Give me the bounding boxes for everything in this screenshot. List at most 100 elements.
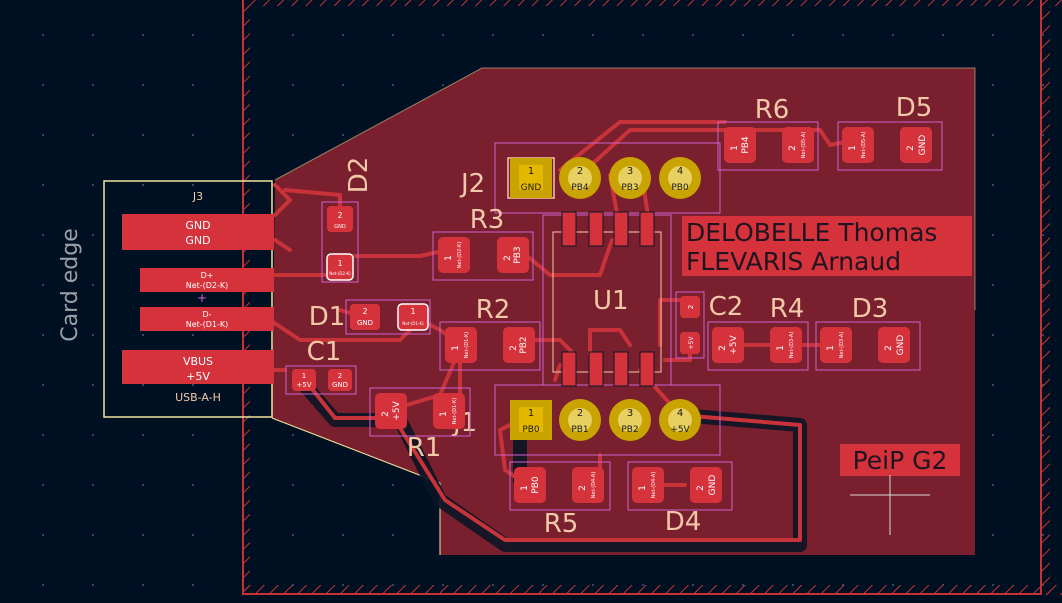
resistor-r1[interactable]: 2 +5V 1 Net-(D1-K) R1	[369, 387, 471, 463]
header-j1[interactable]: 1 PB0 2 PB1 3 PB2 4 +5V J1	[451, 384, 721, 456]
d2-pad1-net: Net-(D2-K)	[329, 271, 351, 276]
ic-u1[interactable]: U1	[542, 211, 672, 387]
c2-pad2-num: 2	[687, 305, 695, 309]
j2-pin-3-num: 3	[627, 166, 633, 177]
c2-ref: C2	[709, 292, 744, 322]
j3-pad-dminus-name: D-	[202, 310, 211, 319]
authors-line-1: DELOBELLE Thomas	[686, 218, 937, 247]
u1-pin-6[interactable]	[613, 211, 629, 247]
r5-pad1-net: PB0	[531, 476, 541, 494]
j3-footprint: USB-A-H	[175, 391, 221, 404]
d4-pad1-num: 1	[638, 485, 648, 491]
capacitor-c2[interactable]: 2 +5V C2	[675, 291, 744, 359]
r4-pad2-net: +5V	[729, 334, 739, 354]
r1-pad1-num: 1	[439, 411, 449, 417]
j1-pin-2-net: PB1	[571, 425, 588, 435]
u1-pin-4[interactable]	[639, 351, 655, 387]
d2-pad1-num: 1	[337, 259, 342, 268]
led-d4[interactable]: 1 Net-(D4-A) 2 GND D4	[627, 461, 733, 537]
c1-pad2-net: GND	[332, 381, 348, 389]
r3-pad2-num: 2	[503, 255, 513, 261]
j1-pin-1-num: 1	[528, 408, 534, 419]
card-edge-label: Card edge	[58, 228, 83, 341]
resistor-r6[interactable]: 1 PB4 2 Net-(D5-A) R6	[717, 95, 819, 171]
j3-pad-vbus[interactable]	[122, 350, 274, 384]
d1-pad1-net: Net-(D1-K)	[402, 321, 424, 326]
r4-pad2-num: 2	[718, 345, 728, 351]
d4-pad2-num: 2	[696, 485, 706, 491]
r4-pad1-net: Net-(D3-A)	[789, 332, 795, 359]
r3-pad2-net: PB3	[513, 246, 523, 263]
d4-pad1-net: Net-(D4-A)	[651, 472, 657, 499]
u1-pin-5[interactable]	[639, 211, 655, 247]
j3-pad-gnd-net: GND	[185, 234, 210, 247]
r2-pad1-net: Net-(D1-K)	[464, 332, 470, 359]
j1-pin-4-net: +5V	[670, 425, 690, 435]
r5-pad2-net: Net-(D4-A)	[591, 472, 597, 499]
j3-pad-vbus-net: +5V	[186, 370, 210, 383]
authors-label: DELOBELLE Thomas FLEVARIS Arnaud	[682, 216, 972, 276]
j3-pad-dplus[interactable]	[140, 268, 274, 292]
j1-pin-3-net: PB2	[621, 425, 638, 435]
d4-pad2-net: GND	[708, 475, 718, 496]
c1-pad1-net: +5V	[296, 381, 311, 389]
j2-pin-2-net: PB4	[571, 183, 589, 193]
d3-pad2-num: 2	[884, 345, 894, 351]
resistor-r4[interactable]: 2 +5V 1 Net-(D3-A) R4	[707, 294, 809, 371]
d3-pad2-net: GND	[896, 335, 906, 356]
board-edge-cuts-2	[274, 67, 976, 310]
r2-ref: R2	[476, 295, 511, 325]
r2-pad2-net: PB2	[519, 336, 529, 353]
resistor-r5[interactable]: 1 PB0 2 Net-(D4-A) R5	[509, 461, 611, 539]
d4-ref: D4	[665, 507, 702, 537]
r5-pad2-num: 2	[578, 485, 588, 491]
j1-pin-3-num: 3	[627, 408, 633, 419]
c2-pad1-net: +5V	[688, 336, 695, 350]
led-d1[interactable]: 2 GND 1 Net-(D1-K) D1	[309, 299, 431, 335]
j2-pin-4-num: 4	[677, 166, 683, 177]
r6-ref: R6	[755, 95, 790, 125]
r3-pad1-net: Net-(D2-K)	[457, 242, 463, 269]
j2-pin-3-net: PB3	[621, 183, 638, 193]
board-edge-cuts	[271, 417, 441, 555]
capacitor-c1[interactable]: 1 +5V 2 GND C1	[285, 337, 357, 395]
d3-pad1-net: Net-(D3-A)	[839, 332, 845, 359]
usb-connector-j3[interactable]: J3 USB-A-H GND GND D+ Net-(D2-K) D- Net-…	[103, 180, 274, 418]
led-d5[interactable]: 1 Net-(D5-A) 2 GND D5	[837, 93, 943, 171]
u1-pin-1[interactable]	[561, 351, 577, 387]
header-j2[interactable]: 1 GND 2 PB4 3 PB3 4 PB0 J2	[459, 142, 721, 214]
d2-ref: D2	[344, 157, 374, 194]
j2-pin-1-num: 1	[528, 166, 534, 177]
d1-ref: D1	[309, 302, 346, 332]
r2-pad2-num: 2	[509, 345, 519, 351]
c1-pad1-num: 1	[302, 372, 306, 380]
j3-pad-dminus[interactable]	[140, 307, 274, 331]
r5-pad1-num: 1	[520, 485, 530, 491]
j1-pin-1-net: PB0	[522, 425, 540, 435]
keepout-frame	[242, 0, 1062, 595]
d5-pad1-net: Net-(D5-A)	[861, 132, 867, 159]
r4-pad1-num: 1	[776, 345, 786, 351]
u1-pin-3[interactable]	[613, 351, 629, 387]
j3-pad-vbus-name: VBUS	[183, 355, 213, 368]
j3-pad-gnd[interactable]	[122, 214, 274, 250]
j1-pin-2-num: 2	[577, 408, 583, 419]
d1-pad2-num: 2	[362, 307, 367, 316]
j3-origin-marker: +	[197, 291, 207, 305]
d5-pad1-num: 1	[848, 145, 858, 151]
u1-pin-2[interactable]	[588, 351, 604, 387]
j2-pin-4-net: PB0	[671, 183, 689, 193]
u1-ref: U1	[593, 286, 629, 316]
r6-pad2-num: 2	[788, 145, 798, 151]
led-d3[interactable]: 1 Net-(D3-A) 2 GND D3	[815, 294, 921, 371]
u1-pin-8[interactable]	[561, 211, 577, 247]
resistor-r2[interactable]: 1 Net-(D1-K) 2 PB2 R2	[439, 295, 541, 371]
j3-pad-gnd-name: GND	[185, 219, 210, 232]
r6-pad1-net: PB4	[741, 136, 751, 154]
resistor-r3[interactable]: 1 Net-(D2-K) 2 PB3 R3	[432, 205, 534, 281]
r1-pad1-net: Net-(D1-K)	[452, 398, 458, 425]
d2-pad2-num: 2	[337, 211, 342, 220]
u1-pin-7[interactable]	[588, 211, 604, 247]
led-d2[interactable]: 2 GND 1 Net-(D2-K) D2	[321, 157, 374, 283]
